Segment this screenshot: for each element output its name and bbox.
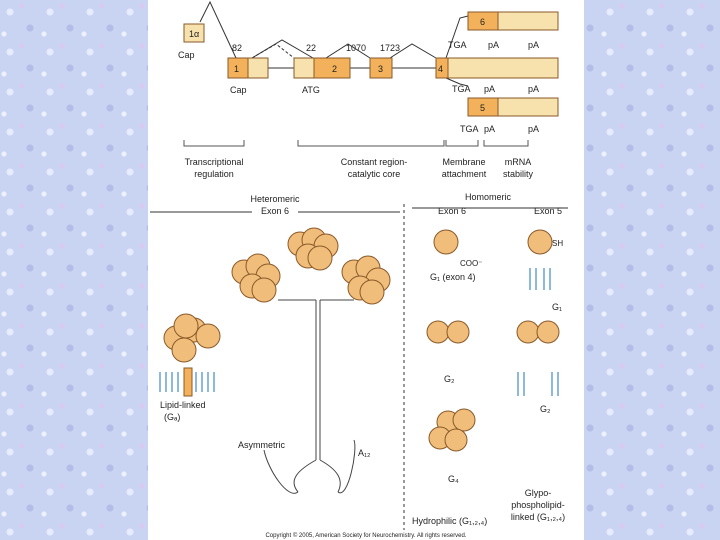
heteromeric-header: Heteromeric — [250, 194, 300, 204]
exon-3-box — [369, 57, 393, 79]
exon-1-label: 1 — [234, 64, 239, 74]
tga-mid: TGA — [452, 84, 471, 94]
exon-1a-label: 1α — [189, 29, 199, 39]
g1-exon4-label: G₁ (exon 4) — [430, 272, 476, 282]
section-dividers — [150, 204, 568, 530]
g1-exon4-monomer — [433, 229, 459, 255]
glypo-label-3: linked (G₁,₂,₄) — [511, 512, 565, 522]
glypo-label-1: Glypo- — [525, 488, 552, 498]
tga-bottom: TGA — [460, 124, 479, 134]
pa-bottom-1: pA — [484, 124, 495, 134]
heteromeric-exon6: Exon 6 — [261, 206, 289, 216]
sh-label: SH — [552, 239, 563, 248]
region-membrane-2: attachment — [442, 169, 487, 179]
pa-mid-2: pA — [528, 84, 539, 94]
pos-1070-label: 1070 — [346, 43, 366, 53]
pa-mid-1: pA — [484, 84, 495, 94]
region-membrane-1: Membrane — [442, 157, 485, 167]
exons — [183, 11, 559, 117]
hydrophilic-label: Hydrophilic (G₁,₂,₄) — [412, 516, 487, 526]
region-constant-2: catalytic core — [348, 169, 401, 179]
asymmetric-label: Asymmetric — [238, 440, 285, 450]
asymmetric-form: Asymmetric A₁₂ — [231, 227, 391, 494]
homomeric-exon6: Exon 6 — [438, 206, 466, 216]
region-brackets — [183, 140, 529, 147]
region-constant-1: Constant region- — [341, 157, 408, 167]
a12-label: A₁₂ — [358, 448, 371, 458]
exon-4-utr — [447, 57, 559, 79]
exon-2-leader — [293, 57, 315, 79]
pos-82-label: 82 — [232, 43, 242, 53]
homomeric-header: Homomeric — [465, 192, 512, 202]
exon-6-label: 6 — [480, 17, 485, 27]
region-transcriptional-1: Transcriptional — [185, 157, 244, 167]
copyright: Copyright © 2005, American Society for N… — [265, 532, 466, 539]
pa-top-1: pA — [488, 40, 499, 50]
cap-bottom-label: Cap — [230, 85, 247, 95]
lipid-linked-form — [159, 313, 221, 397]
pa-top-2: pA — [528, 40, 539, 50]
ache-gene-figure: 1α Cap 82 22 1070 1723 1 2 3 4 6 5 Cap A… — [150, 0, 568, 539]
glypo-label-2: phospholipid- — [511, 500, 565, 510]
g2-left-label: G₂ — [444, 374, 455, 384]
g1-label: G₁ — [552, 302, 562, 312]
exon-4-label: 4 — [438, 64, 443, 74]
g4-label: G₄ — [448, 474, 459, 484]
lipid-label-1: Lipid-linked — [160, 400, 206, 410]
cap-top-label: Cap — [178, 50, 195, 60]
homomeric-forms — [426, 229, 560, 452]
pos-22-label: 22 — [306, 43, 316, 53]
figure-panel: 1α Cap 82 22 1070 1723 1 2 3 4 6 5 Cap A… — [148, 0, 584, 540]
exon-2-box — [313, 57, 351, 79]
region-mrna-1: mRNA — [505, 157, 532, 167]
lipid-label-2: (Gₐ) — [164, 412, 180, 422]
coo-label-g1: COO⁻ — [460, 259, 482, 268]
atg-label: ATG — [302, 85, 320, 95]
exon-3-label: 3 — [378, 64, 383, 74]
g2-right-label: G₂ — [540, 404, 551, 414]
exon-2-label: 2 — [332, 64, 337, 74]
region-mrna-2: stability — [503, 169, 534, 179]
utr-box — [247, 57, 269, 79]
homomeric-exon5: Exon 5 — [534, 206, 562, 216]
region-transcriptional-2: regulation — [194, 169, 234, 179]
pos-1723-label: 1723 — [380, 43, 400, 53]
g1-gpi-monomer — [527, 229, 553, 255]
pa-bottom-2: pA — [528, 124, 539, 134]
exon-1a-box — [183, 23, 205, 43]
exon-5-label: 5 — [480, 103, 485, 113]
tga-top: TGA — [448, 40, 467, 50]
